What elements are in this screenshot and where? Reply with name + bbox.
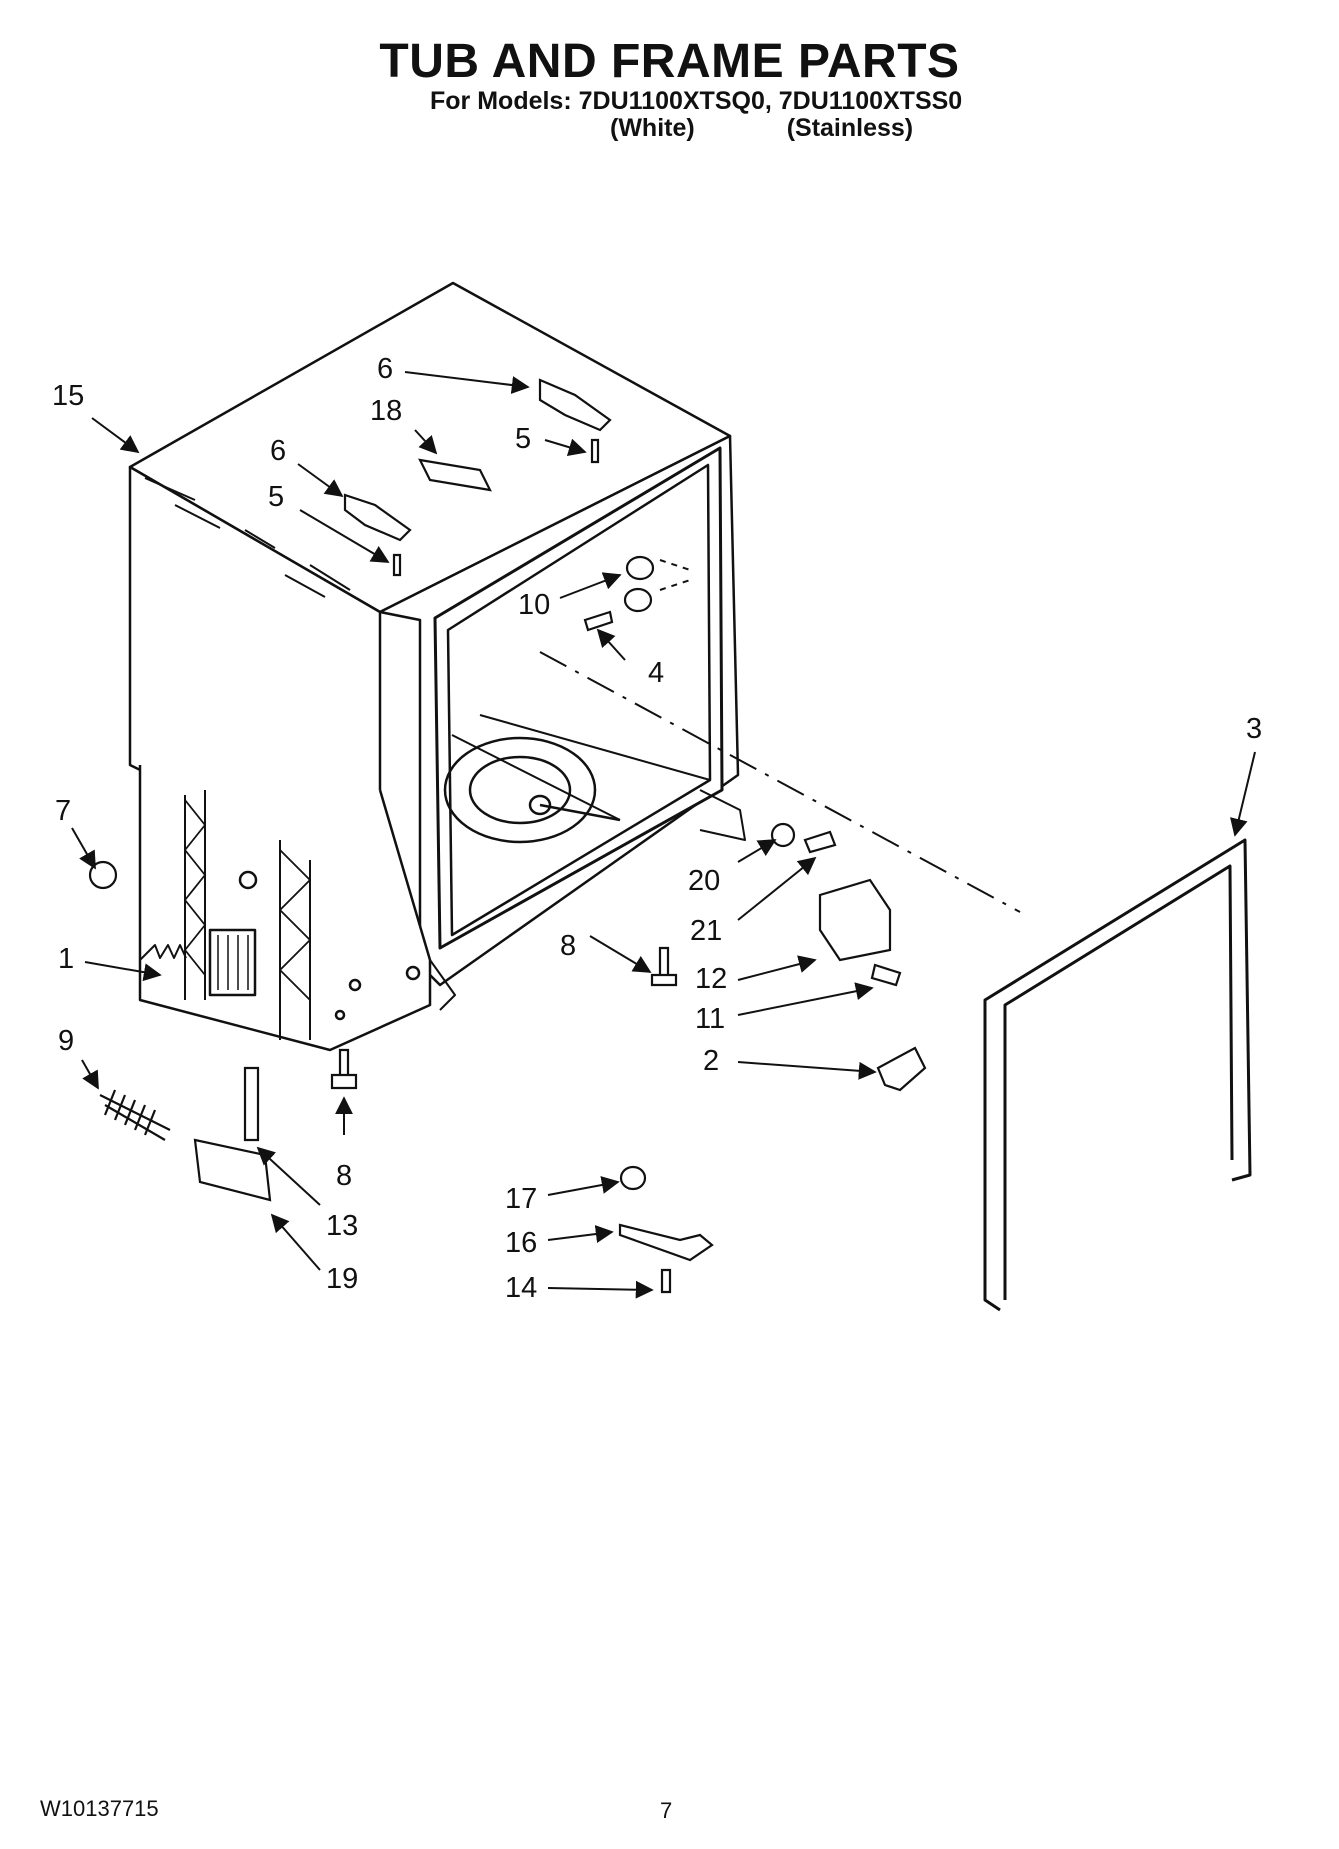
screw-left xyxy=(392,553,402,577)
thermostat-17 xyxy=(619,1165,647,1191)
page-title: TUB AND FRAME PARTS xyxy=(379,35,960,88)
callout-20: 20 xyxy=(688,865,720,897)
small-parts xyxy=(88,378,927,1294)
callout-19: 19 xyxy=(326,1263,358,1295)
model-number-2: 7DU1100XTSS0 xyxy=(778,87,963,115)
leader-lines xyxy=(71,371,1256,1299)
door-gasket xyxy=(983,838,1252,1312)
callout-1: 1 xyxy=(58,943,74,975)
callout-8-upper: 8 xyxy=(560,930,576,962)
tub-assembly xyxy=(128,281,1021,1052)
callout-numbers: 15 6 18 5 6 5 10 4 3 7 1 9 8 20 21 12 11… xyxy=(52,353,1262,1304)
callout-3: 3 xyxy=(1246,713,1262,745)
callout-2: 2 xyxy=(703,1045,719,1077)
models-prefix: For Models: xyxy=(430,87,572,115)
callout-9: 9 xyxy=(58,1025,74,1057)
model-2-color: (Stainless) xyxy=(786,114,914,142)
callout-14: 14 xyxy=(505,1272,537,1304)
callout-6-upper: 6 xyxy=(377,353,393,385)
callout-5-left: 5 xyxy=(268,481,284,513)
bolt-21 xyxy=(803,830,837,854)
callout-8-lower: 8 xyxy=(336,1160,352,1192)
hinge-bracket-left xyxy=(343,493,412,542)
label-plate xyxy=(418,458,492,492)
callout-4: 4 xyxy=(648,657,664,689)
strip-13 xyxy=(243,1066,260,1142)
callout-5-upper: 5 xyxy=(515,423,531,455)
callout-17: 17 xyxy=(505,1183,537,1215)
callout-7: 7 xyxy=(55,795,71,827)
bracket-16 xyxy=(618,1223,714,1262)
rack-roller-bottom xyxy=(623,587,653,613)
callout-15: 15 xyxy=(52,380,84,412)
callout-18: 18 xyxy=(370,395,402,427)
callout-12: 12 xyxy=(695,963,727,995)
foot-7 xyxy=(88,860,118,890)
hinge-bracket-upper xyxy=(538,378,612,432)
screw-11 xyxy=(870,963,902,987)
pad-19 xyxy=(193,1138,272,1202)
document-number: W10137715 xyxy=(40,1796,159,1821)
leveling-leg-upper xyxy=(650,946,678,987)
clip-2 xyxy=(876,1046,927,1092)
spring-9 xyxy=(99,1089,171,1141)
rack-roller-top xyxy=(625,555,655,581)
callout-11: 11 xyxy=(695,1003,725,1035)
gear-20 xyxy=(770,822,796,848)
screw-4 xyxy=(583,610,614,632)
leveling-leg-lower xyxy=(330,1048,358,1090)
page-number: 7 xyxy=(660,1798,673,1823)
bracket-12 xyxy=(818,878,892,962)
model-number-1: 7DU1100XTSQ0, xyxy=(578,87,772,115)
callout-16: 16 xyxy=(505,1227,537,1259)
model-list: For Models: 7DU1100XTSQ0, 7DU1100XTSS0 (… xyxy=(430,88,962,142)
screw-14 xyxy=(660,1268,672,1294)
callout-6-left: 6 xyxy=(270,435,286,467)
callout-10: 10 xyxy=(518,589,550,621)
callout-13: 13 xyxy=(326,1210,358,1242)
screw-upper xyxy=(590,438,600,464)
model-1-color: (White) xyxy=(610,114,695,142)
callout-21: 21 xyxy=(690,915,722,947)
